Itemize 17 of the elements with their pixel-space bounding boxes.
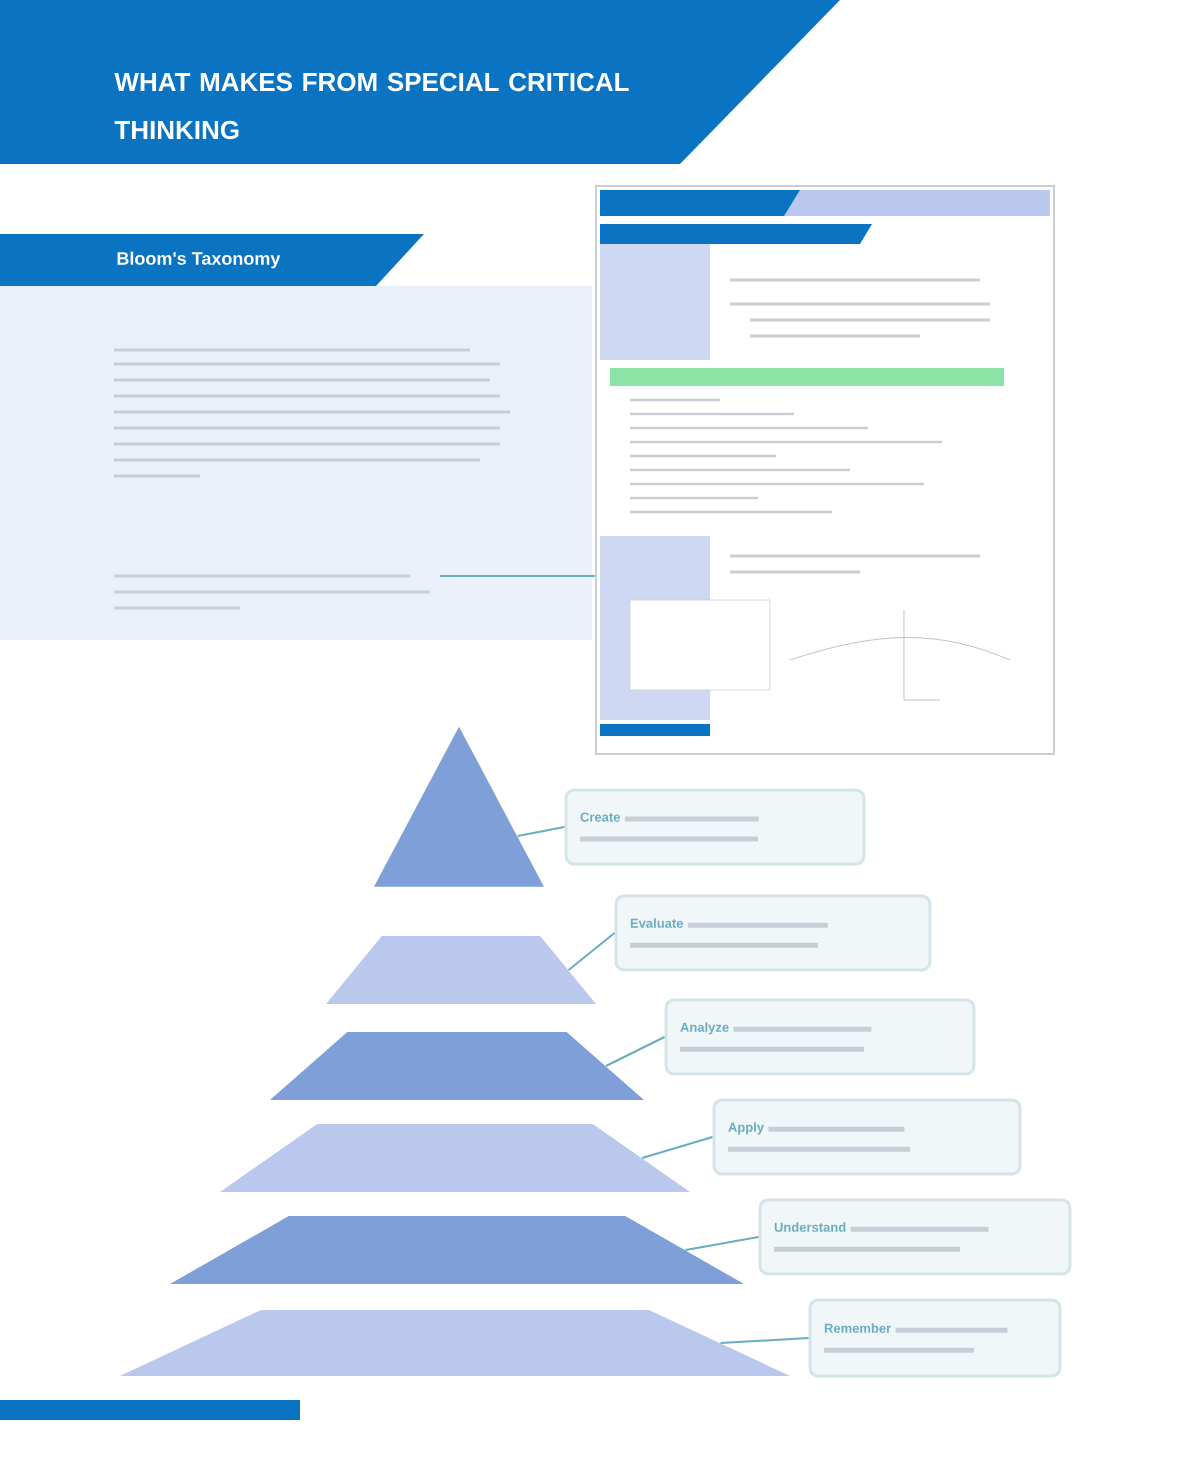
leader-line <box>604 1036 666 1067</box>
panel-background <box>0 286 592 640</box>
document-drawing <box>595 185 1055 755</box>
leader-line <box>439 575 596 577</box>
leader-line <box>641 1136 714 1159</box>
pyramid-layer <box>269 1032 645 1100</box>
pyramid-layer <box>119 1310 791 1376</box>
pyramid-layer <box>169 1216 745 1284</box>
leader-line <box>684 1236 760 1251</box>
leader-line <box>719 1337 810 1344</box>
leader-line <box>516 826 566 837</box>
title: WHAT MAKES FROM SPECIAL CRITICAL THINKING <box>114 72 629 140</box>
heading-band: Bloom's Taxonomy <box>0 234 424 286</box>
pyramid-layer <box>325 936 596 1004</box>
pyramid-top <box>374 726 544 887</box>
leader-line <box>567 932 616 971</box>
pyramid-layer <box>219 1124 691 1192</box>
